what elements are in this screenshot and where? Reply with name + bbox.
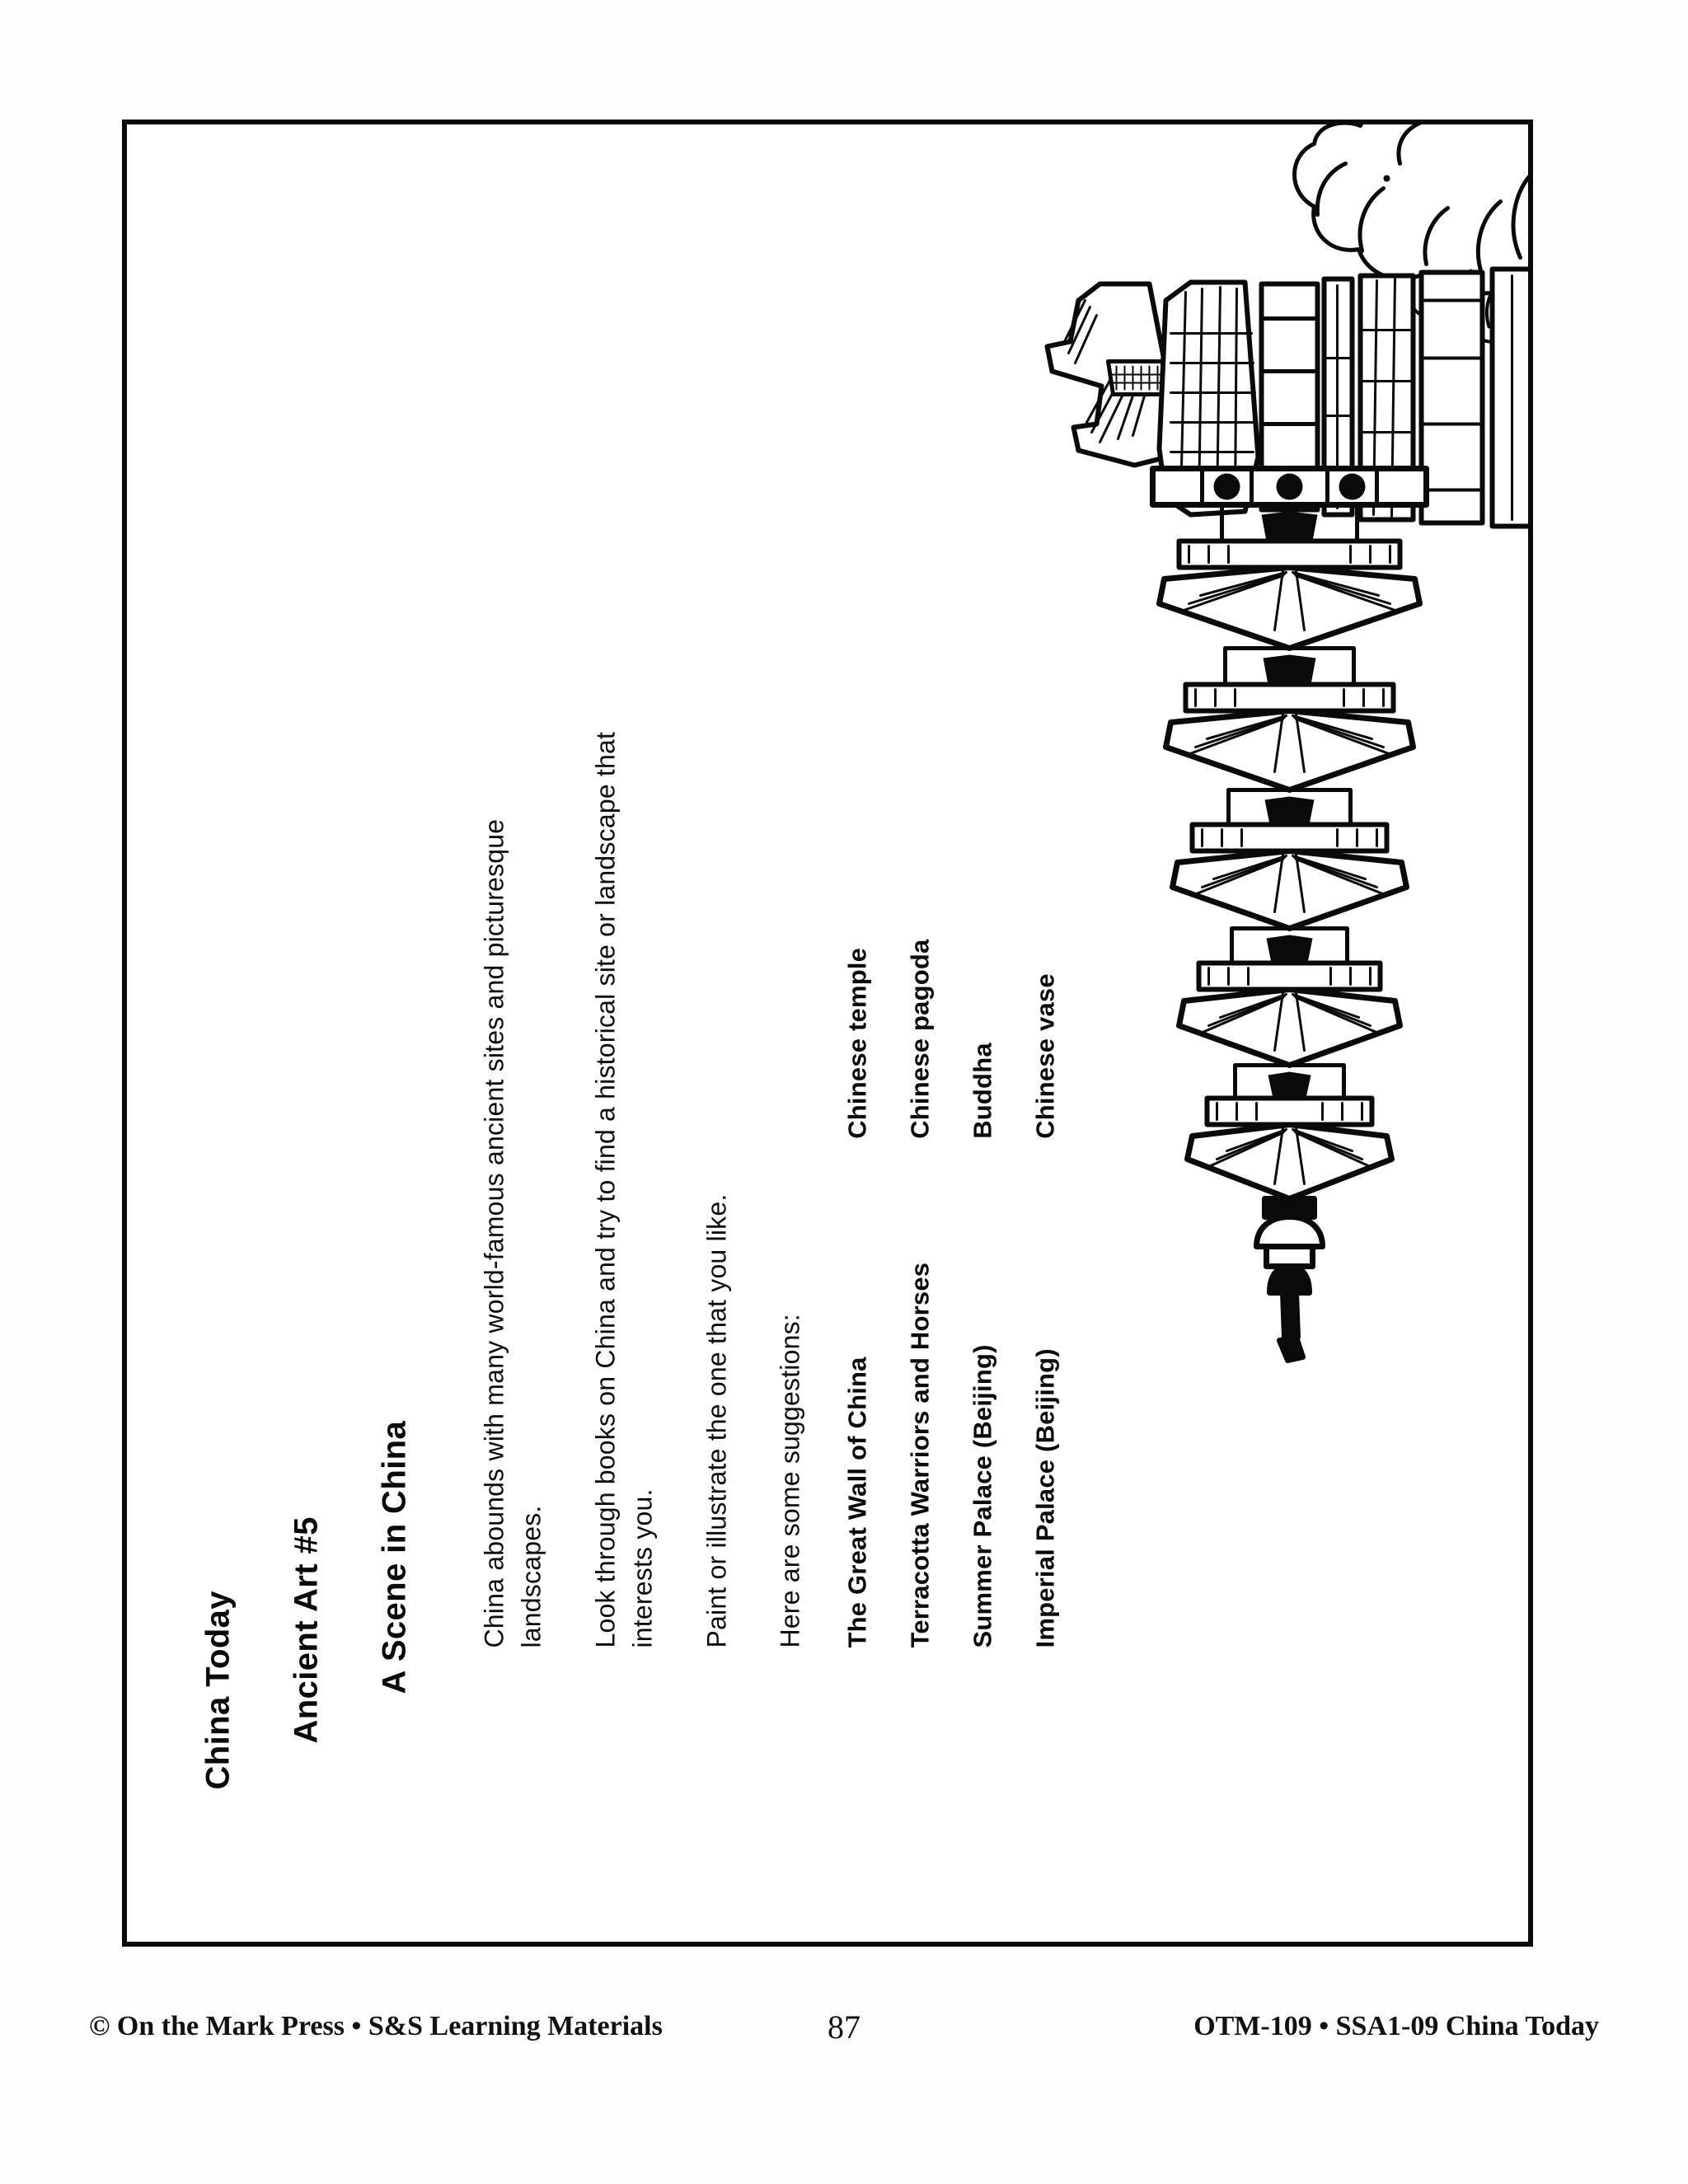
suggestions-column-left: The Great Wall of China Terracotta Warri… [842, 1263, 1093, 1648]
footer-copyright: © On the Mark Press • S&S Learning Mater… [89, 2011, 663, 2041]
instruction-paragraph-1: China abounds with many world-famous anc… [479, 818, 546, 1648]
content-frame: China Today Ancient Art #5 A Scene in Ch… [122, 120, 1533, 1947]
instruction-paragraph-2: Look through books on China and try to f… [590, 731, 658, 1648]
unit-title: China Today [199, 1591, 237, 1790]
list-item: Chinese temple [842, 947, 872, 1139]
page-number: 87 [828, 2008, 860, 2046]
activity-number: Ancient Art #5 [288, 1516, 325, 1744]
page-footer: © On the Mark Press • S&S Learning Mater… [89, 1998, 1599, 2055]
list-item: Chinese vase [1030, 973, 1060, 1139]
list-item: The Great Wall of China [842, 1357, 872, 1648]
suggestions-lead-in: Here are some suggestions: [775, 1314, 805, 1648]
suggestions-column-right: Chinese temple Chinese pagoda Buddha Chi… [842, 940, 1093, 1139]
worksheet-body: China Today Ancient Art #5 A Scene in Ch… [128, 124, 1528, 1942]
list-item: Summer Palace (Beijing) [968, 1344, 997, 1648]
list-item: Imperial Palace (Beijing) [1030, 1348, 1060, 1648]
list-item: Chinese pagoda [905, 939, 935, 1139]
activity-title: A Scene in China [376, 1420, 413, 1694]
list-item: Terracotta Warriors and Horses [905, 1262, 935, 1648]
list-item: Buddha [968, 1043, 997, 1139]
heading-block: China Today Ancient Art #5 A Scene in Ch… [200, 204, 414, 1843]
instruction-paragraph-3: Paint or illustrate the one that you lik… [701, 1193, 732, 1648]
footer-product-code: OTM-109 • SSA1-09 China Today [1193, 2011, 1599, 2041]
suggestions-list: The Great Wall of China Terracotta Warri… [842, 204, 1093, 1648]
